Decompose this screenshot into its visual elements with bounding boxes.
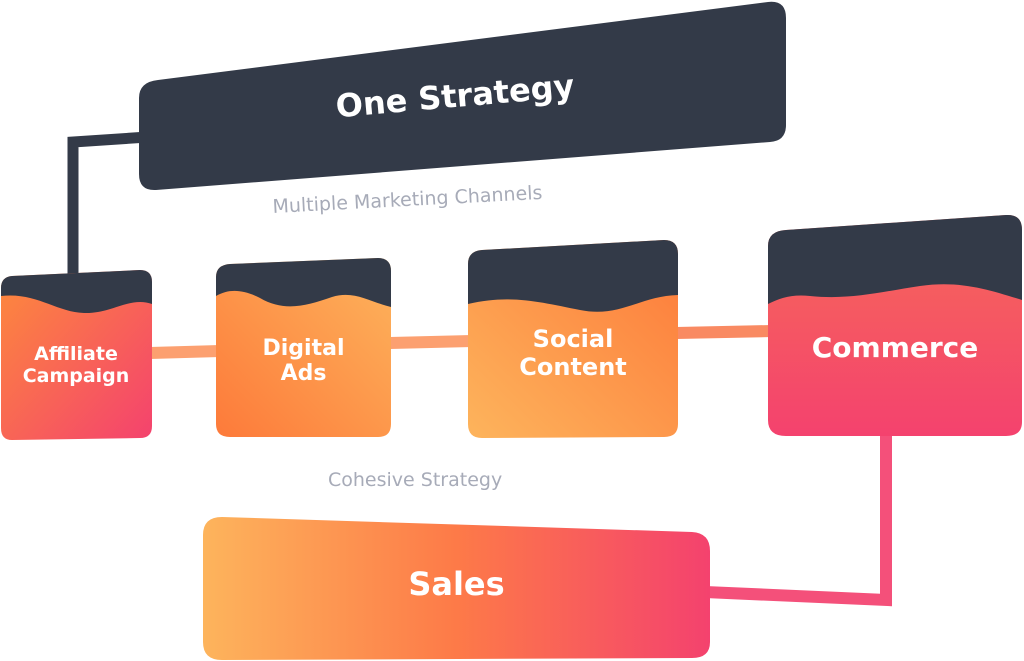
channel-social-content [468,240,678,438]
cohesive-strategy-caption: Cohesive Strategy [328,469,503,491]
one-strategy-box [139,1,786,191]
channel-affiliate-campaign [1,270,152,440]
connector-social-commerce [675,325,773,339]
connector-commerce-to-sales [704,432,892,607]
connector-digital-social [389,335,473,349]
sales-box [203,517,710,660]
connector-strategy-to-affiliate [67,131,149,276]
connector-affiliate-digital [149,345,221,359]
channel-commerce [768,214,1022,436]
channel-digital-ads [216,258,391,437]
